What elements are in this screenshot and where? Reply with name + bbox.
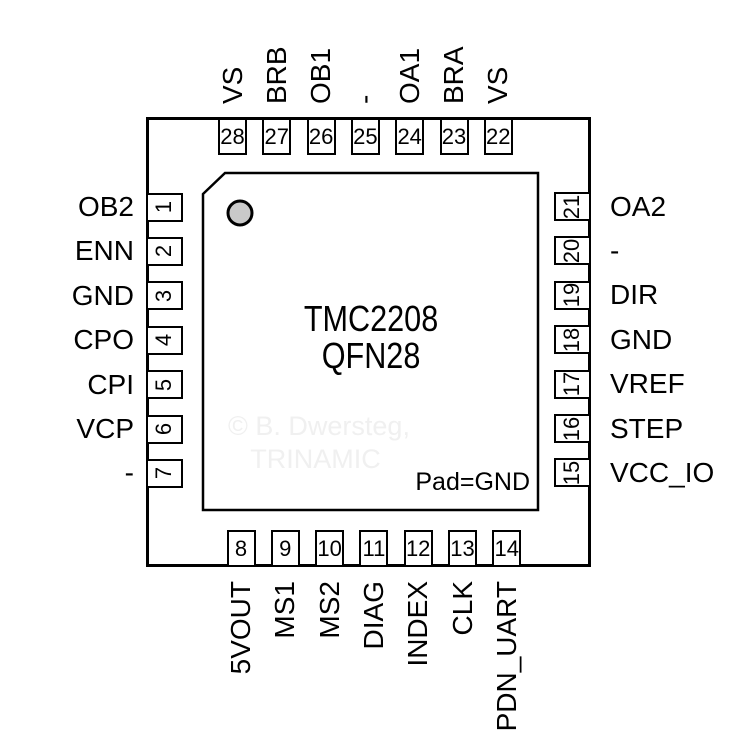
pin-box-1: 1 [146, 192, 183, 222]
pin-label-vcc_io: VCC_IO [610, 456, 715, 488]
pin-label-brb: BRB [260, 46, 292, 104]
pin-box-6: 6 [146, 414, 183, 444]
pin-box-15: 15 [554, 458, 591, 488]
pin-number: 11 [362, 535, 386, 561]
pin-label-clk: CLK [446, 581, 478, 636]
pin1-marker-dot [226, 199, 254, 227]
pin-box-28: 28 [218, 118, 247, 155]
pin-box-7: 7 [146, 458, 183, 488]
pin-box-22: 22 [483, 118, 513, 155]
pin-label-pdn_uart: PDN_UART [490, 581, 522, 732]
pin-label-cpi: CPI [87, 368, 134, 400]
pin-number: 28 [220, 123, 245, 149]
pin-label-vs: VS [216, 66, 248, 104]
pin-box-20: 20 [554, 236, 591, 266]
pin-label-index: INDEX [402, 581, 434, 667]
pin-number: 2 [151, 245, 177, 258]
pin-label-ob2: OB2 [77, 191, 134, 222]
pin-number: 10 [317, 535, 342, 561]
pin-number: 3 [151, 289, 177, 302]
pin-box-21: 21 [554, 192, 591, 221]
pin-number: 18 [559, 327, 585, 352]
pin-label-vs: VS [482, 66, 514, 104]
pin-number: 23 [441, 123, 467, 149]
die-outline [201, 171, 540, 512]
pin-box-18: 18 [554, 325, 591, 355]
pin-label-ob1: OB1 [305, 47, 337, 104]
pin-label-step: STEP [610, 412, 684, 444]
pin-label-oa2: OA2 [610, 190, 667, 222]
pin-number: 27 [264, 123, 290, 149]
pin-label-dir: DIR [610, 279, 659, 311]
pin-number: 21 [559, 194, 585, 219]
pin-number: 20 [559, 238, 585, 264]
chip-title: TMC2208 [303, 298, 439, 339]
chip-package: QFN28 [321, 335, 421, 376]
pin-number: 4 [151, 334, 177, 347]
pin-label-cpo: CPO [73, 324, 134, 356]
pin-number: 26 [308, 123, 334, 149]
pin-number: 1 [151, 200, 177, 214]
pin-box-16: 16 [554, 414, 591, 443]
pin-box-11: 11 [359, 530, 389, 567]
pin-number: 7 [151, 467, 177, 480]
pin-box-9: 9 [270, 530, 300, 567]
pin-number: 9 [279, 535, 292, 561]
pin-label-nc-25: - [349, 94, 381, 104]
pin-label-nc-7: - [124, 457, 134, 489]
pin-box-8: 8 [226, 530, 256, 567]
watermark-line1: © B. Dwersteg, [228, 411, 410, 441]
pin-box-19: 19 [554, 280, 591, 310]
pin-number: 22 [486, 123, 511, 149]
pin-label-vcp: VCP [76, 413, 134, 444]
pin-label-ms1: MS1 [269, 581, 301, 639]
pin-box-12: 12 [403, 530, 433, 567]
pin-label-enn: ENN [74, 235, 134, 267]
pin-number: 5 [151, 378, 177, 391]
pin-box-25: 25 [350, 118, 380, 155]
pin-number: 8 [234, 535, 248, 561]
pin-label-vref: VREF [610, 368, 685, 400]
pin-box-3: 3 [146, 281, 183, 311]
pin-number: 17 [559, 371, 585, 397]
pin-box-14: 14 [492, 530, 522, 567]
pin-box-13: 13 [448, 530, 477, 567]
pin-label-nc-20: - [610, 234, 620, 266]
pin-label-5vout: 5VOUT [225, 581, 256, 675]
pin-box-26: 26 [306, 118, 336, 155]
pin-label-gnd: GND [71, 279, 134, 311]
pin-number: 12 [405, 535, 431, 561]
watermark: © B. Dwersteg, TRINAMIC [228, 410, 410, 476]
watermark-line2: TRINAMIC [250, 444, 381, 474]
pin-box-27: 27 [262, 118, 292, 155]
pin-box-5: 5 [146, 370, 183, 400]
pin-box-2: 2 [146, 236, 183, 266]
pin-number: 13 [450, 535, 475, 561]
pad-note: Pad=GND [415, 468, 530, 496]
pin-number: 15 [559, 460, 585, 486]
pin-number: 14 [494, 535, 520, 561]
pin-box-23: 23 [439, 118, 469, 155]
pin-number: 25 [353, 123, 378, 149]
pin-label-oa1: OA1 [393, 47, 425, 104]
pin-label-diag: DIAG [357, 581, 389, 650]
pin-label-gnd: GND [610, 323, 673, 355]
pin-number: 6 [151, 422, 177, 436]
pin-number: 16 [559, 416, 585, 441]
pin-box-10: 10 [315, 530, 345, 567]
pin-number: 24 [397, 123, 422, 149]
pin-number: 19 [559, 283, 585, 308]
pin-box-24: 24 [395, 118, 425, 155]
pin-box-4: 4 [146, 325, 183, 355]
pin-label-bra: BRA [438, 46, 469, 104]
pin-label-ms2: MS2 [313, 581, 345, 639]
pin-box-17: 17 [554, 369, 591, 399]
